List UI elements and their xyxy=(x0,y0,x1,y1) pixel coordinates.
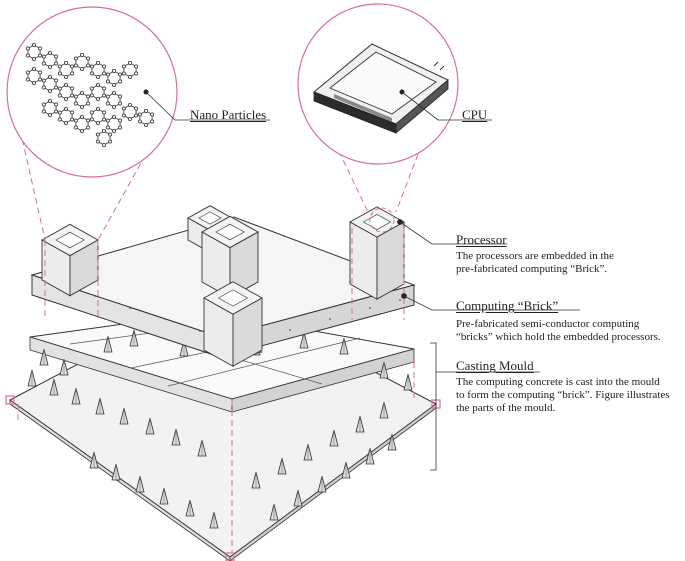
nano-particles-bubble xyxy=(6,6,270,178)
processor-desc-line-2: pre-fabricated computing “Brick”. xyxy=(456,263,608,275)
processor-pillar xyxy=(203,281,263,368)
casting-mould-desc-line-2: to form the computing “brick”. Figure il… xyxy=(456,389,670,401)
processor-desc-line-1: The processors are embedded in the xyxy=(456,250,614,262)
processor-title: Processor xyxy=(456,232,507,247)
casting-mould-desc-line-3: the parts of the mould. xyxy=(456,402,556,414)
nano-particles-label: Nano Particles xyxy=(190,107,267,122)
cpu-icon xyxy=(313,43,449,134)
molecule-structure xyxy=(25,42,155,148)
computing-brick-title: Computing “Brick” xyxy=(456,298,559,313)
cpu-bubble xyxy=(297,3,492,165)
casting-mould-title: Casting Mould xyxy=(456,358,534,373)
leader-lines xyxy=(397,219,580,471)
casting-mould-desc-line-1: The computing concrete is cast into the … xyxy=(456,376,660,388)
cpu-label: CPU xyxy=(462,107,488,122)
casting-mould xyxy=(5,289,441,561)
processor-pillars xyxy=(41,205,405,368)
mould-fins xyxy=(27,329,413,529)
processor-pillar xyxy=(201,215,259,299)
processor-pillar xyxy=(41,223,99,297)
computing-brick-desc-line-1: Pre-fabricated semi-conductor computing xyxy=(456,318,640,330)
computing-brick-desc-line-2: “bricks” which hold the embedded process… xyxy=(456,331,661,343)
processor-pillar xyxy=(349,206,405,300)
